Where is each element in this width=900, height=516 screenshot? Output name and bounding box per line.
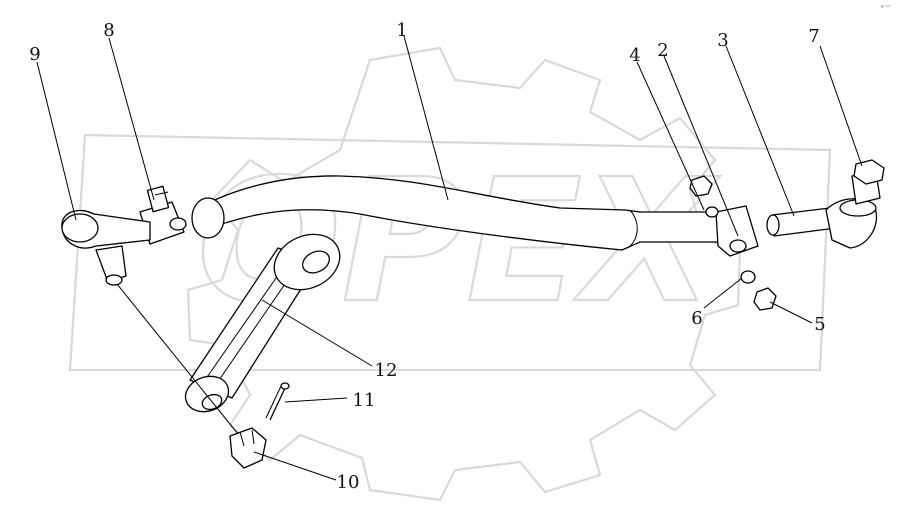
leader-2 xyxy=(663,55,739,237)
callout-10: 10 xyxy=(337,472,360,493)
callout-9: 9 xyxy=(29,44,40,65)
callout-3: 3 xyxy=(717,30,728,51)
leader-9 xyxy=(36,61,77,221)
leader-10b xyxy=(116,283,239,435)
corner-mark: sᵉ ᵉᵉᵉ xyxy=(881,4,891,9)
watermark: OPEX xyxy=(68,46,832,502)
drag-link-tube xyxy=(191,175,726,251)
clamp-nut xyxy=(753,287,777,311)
callout-labels: 1 2 3 4 5 6 7 8 9 10 11 12 xyxy=(29,20,825,493)
cotter-pin xyxy=(265,382,290,421)
watermark-gear xyxy=(186,46,742,502)
callout-12: 12 xyxy=(375,360,398,381)
leader-4 xyxy=(636,61,705,211)
right-tie-rod-end xyxy=(825,159,885,249)
washer xyxy=(740,270,756,284)
leader-7 xyxy=(819,45,863,167)
leader-3 xyxy=(725,45,795,217)
callout-2: 2 xyxy=(657,40,668,61)
right-clamp xyxy=(705,205,759,257)
callout-8: 8 xyxy=(103,20,114,41)
leader-11 xyxy=(284,397,348,403)
leader-12 xyxy=(261,299,373,367)
leader-8 xyxy=(108,37,155,201)
left-tie-rod-end xyxy=(61,209,151,286)
leader-6 xyxy=(703,277,743,309)
callout-6: 6 xyxy=(691,308,702,329)
pitman-arm xyxy=(184,233,341,413)
watermark-plate xyxy=(68,133,832,372)
callout-1: 1 xyxy=(396,20,407,41)
callout-11: 11 xyxy=(353,390,376,411)
leader-1 xyxy=(403,35,449,201)
callout-4: 4 xyxy=(629,45,640,66)
leader-10a xyxy=(253,451,337,481)
callout-7: 7 xyxy=(808,26,819,47)
callout-5: 5 xyxy=(814,314,825,335)
castle-nut xyxy=(229,427,267,469)
leader-lines xyxy=(36,35,863,481)
leader-5 xyxy=(769,301,813,324)
